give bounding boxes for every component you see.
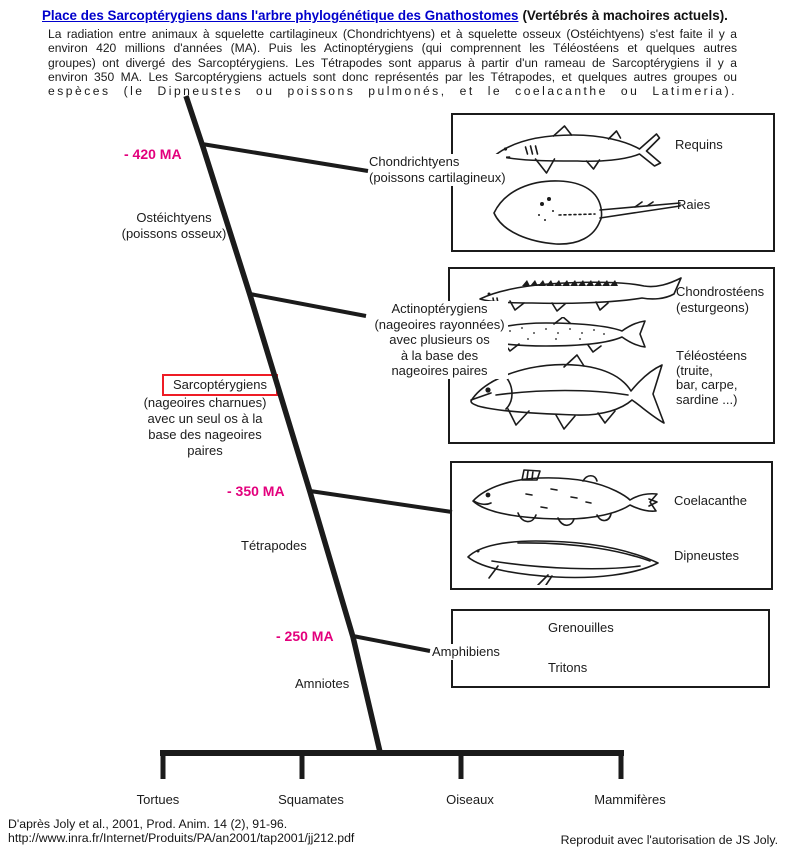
teleosteens-line: (truite, xyxy=(676,362,713,378)
actinopterygiens-line: Actinoptérygiens xyxy=(391,301,488,316)
actinopterygiens-line: avec plusieurs os xyxy=(389,332,490,347)
osteichtyens-name: Ostéichtyens xyxy=(136,210,212,225)
node-250ma-label: - 250 MA xyxy=(276,628,334,644)
teleosteens-label: Téléostéens (truite, bar, carpe, sardine… xyxy=(676,348,747,407)
title-suffix: (Vertébrés à machoires actuels). xyxy=(522,8,728,23)
coelacanthe-label: Coelacanthe xyxy=(674,493,747,508)
branch-chondrichtyens xyxy=(201,142,369,173)
tetrapodes-label: Tétrapodes xyxy=(241,538,307,553)
actinopterygiens-label: Actinoptérygiens (nageoires rayonnées) a… xyxy=(371,301,508,379)
chondrosteens-label: Chondrostéens (esturgeons) xyxy=(676,284,764,316)
amphibiens-label: Amphibiens xyxy=(432,644,504,660)
intro-line: espèces (le Dipneustes ou poissons pulmo… xyxy=(48,84,737,99)
intro-line: environ 420 millions d'années (MA). Puis… xyxy=(48,41,737,56)
sarcopterygiens-box xyxy=(450,461,773,590)
ray-icon xyxy=(493,180,681,245)
page-title: Place des Sarcoptérygiens dans l'arbre p… xyxy=(42,8,782,23)
mammiferes-label: Mammifères xyxy=(594,792,666,807)
osteichtyens-sub: (poissons osseux) xyxy=(121,226,227,241)
credit-text: Reproduit avec l'autorisation de JS Joly… xyxy=(560,833,778,847)
teleosteens-line: bar, carpe, xyxy=(676,377,738,392)
requins-label: Requins xyxy=(675,137,723,152)
sarcopterygiens-name: Sarcoptérygiens xyxy=(173,377,267,392)
citation-text: D'après Joly et al., 2001, Prod. Anim. 1… xyxy=(8,817,288,831)
shark-icon xyxy=(494,125,662,174)
sarcopterygiens-line: paires xyxy=(187,443,223,458)
branch-coelacanthe xyxy=(309,489,453,514)
node-350ma-label: - 350 MA xyxy=(227,483,285,499)
chondrosteens-sub: (esturgeons) xyxy=(676,300,749,315)
lungfish-icon xyxy=(467,540,659,585)
intro-line: La radiation entre animaux à squelette c… xyxy=(48,27,737,41)
branch-actinopterygiens xyxy=(249,292,367,318)
coelacanth-icon xyxy=(472,469,658,527)
actinopterygiens-line: nageoires paires xyxy=(391,363,488,378)
oiseaux-label: Oiseaux xyxy=(446,792,494,807)
citation-url: http://www.inra.fr/Internet/Produits/PA/… xyxy=(8,831,355,845)
chondrosteens-name: Chondrostéens xyxy=(676,284,765,299)
chondrichtyens-sub: (poissons cartilagineux) xyxy=(369,170,506,185)
dipneustes-label: Dipneustes xyxy=(674,548,740,563)
teleosteens-line: Téléostéens xyxy=(676,348,747,363)
intro-paragraph: La radiation entre animaux à squelette c… xyxy=(48,27,737,98)
chondrichtyens-label: Chondrichtyens (poissons cartilagineux) xyxy=(369,154,506,186)
actinopterygiens-line: à la base des xyxy=(400,347,479,363)
sarcopterygiens-description: (nageoires charnues) avec un seul os à l… xyxy=(130,395,280,459)
sarcopterygiens-line: (nageoires charnues) xyxy=(143,395,267,410)
tortues-label: Tortues xyxy=(136,792,180,807)
tarpon-icon xyxy=(470,354,665,430)
base-bracket-ticks xyxy=(160,750,624,779)
teleosteens-line: sardine ...) xyxy=(676,391,738,407)
actinopterygiens-line: (nageoires rayonnées) xyxy=(374,316,505,332)
chondrichtyens-name: Chondrichtyens xyxy=(369,154,460,169)
grenouilles-label: Grenouilles xyxy=(548,620,614,635)
node-420ma-label: - 420 MA xyxy=(124,146,182,162)
title-link[interactable]: Place des Sarcoptérygiens dans l'arbre p… xyxy=(42,8,519,23)
sturgeon-icon xyxy=(479,277,682,312)
intro-line: groupes) ont divergé des Sarcoptérygiens… xyxy=(48,55,737,70)
tritons-label: Tritons xyxy=(548,660,588,675)
sarcopterygiens-line: base des nageoires xyxy=(148,427,262,442)
squamates-label: Squamates xyxy=(278,792,344,807)
branch-amphibiens xyxy=(352,634,431,653)
intro-line: environ 350 MA. Les Sarcoptérygiens actu… xyxy=(48,69,737,84)
amniotes-label: Amniotes xyxy=(295,676,350,691)
sarcopterygiens-highlight-box: Sarcoptérygiens xyxy=(162,374,278,396)
osteichtyens-label: Ostéichtyens (poissons osseux) xyxy=(100,210,248,242)
amphibiens-box xyxy=(451,609,770,688)
raies-label: Raies xyxy=(677,197,711,212)
sarcopterygiens-line: avec un seul os à la xyxy=(147,411,263,426)
